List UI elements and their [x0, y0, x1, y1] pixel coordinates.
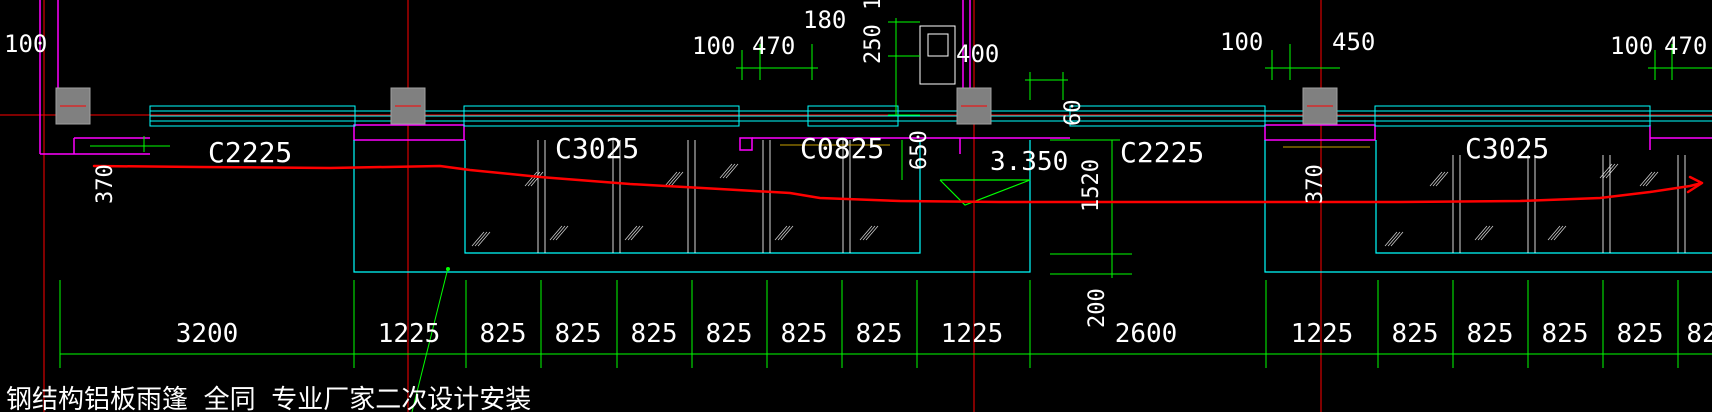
dim-top-2: 180 — [803, 6, 846, 34]
dimension-lines — [59, 18, 1712, 368]
window-label-2: C3025 — [555, 132, 639, 165]
window-label-3: C0825 — [800, 132, 884, 165]
note-leader-line — [411, 267, 449, 412]
dim-bottom-2: 1225 — [378, 319, 441, 349]
window-label-4: C2225 — [1120, 136, 1204, 169]
dim-top-3: 100 — [692, 32, 735, 60]
dim-bottom-6: 825 — [706, 319, 753, 349]
dim-top-4: 470 — [752, 32, 795, 60]
dim-bottom-13: 825 — [1467, 319, 1514, 349]
glass-hatching — [471, 163, 1659, 247]
dim-bottom-7: 825 — [781, 319, 828, 349]
dim-top-6: 100 — [1220, 28, 1263, 56]
dim-bottom-1: 3200 — [176, 319, 239, 349]
wall-outlines — [39, 0, 1712, 155]
dim-bottom-14: 825 — [1542, 319, 1589, 349]
elevation-value: 3.350 — [990, 147, 1068, 177]
dim-bottom-4: 825 — [555, 319, 602, 349]
dim-bottom-5: 825 — [631, 319, 678, 349]
bottom-dimension-texts: 3200 1225 825 825 825 825 825 825 1225 2… — [176, 319, 1712, 349]
dim-top-9: 470 — [1664, 32, 1707, 60]
dim-rot-5: 1520 — [1079, 159, 1104, 212]
dim-bottom-11: 1225 — [1291, 319, 1354, 349]
canopy-outlines — [353, 140, 1712, 273]
canopy-mullions — [537, 140, 1686, 253]
dim-bottom-12: 825 — [1392, 319, 1439, 349]
dim-rot-8: 10 — [861, 0, 886, 10]
dim-top-5: 400 — [956, 40, 999, 68]
dim-rot-2: 370 — [93, 164, 118, 204]
dim-bottom-15: 825 — [1617, 319, 1664, 349]
window-strips — [149, 105, 1712, 127]
dim-rot-6: 370 — [1303, 164, 1328, 204]
dim-rot-1: 250 — [861, 24, 886, 64]
rotated-dimension-texts: 250 370 650 60 1520 370 200 10 — [93, 0, 1328, 328]
dim-top-8: 100 — [1610, 32, 1653, 60]
window-label-5: C3025 — [1465, 132, 1549, 165]
dim-rot-7: 200 — [1085, 288, 1110, 328]
note-leader-dot — [446, 267, 450, 271]
markup-freehand-line — [92, 164, 1704, 204]
dim-bottom-8: 825 — [856, 319, 903, 349]
door-element — [919, 25, 956, 85]
dim-rot-3: 650 — [907, 130, 932, 170]
dim-bottom-16: 82 — [1686, 319, 1712, 349]
dim-top-1: 100 — [4, 30, 47, 58]
soffit-line — [780, 144, 1370, 148]
canopy-note: 钢结构铝板雨篷 全同 专业厂家二次设计安装 — [6, 385, 531, 412]
dim-bottom-3: 825 — [480, 319, 527, 349]
dim-bottom-10: 2600 — [1115, 319, 1178, 349]
window-label-1: C2225 — [208, 136, 292, 169]
elevation-marker — [939, 179, 1031, 206]
dim-rot-4: 60 — [1061, 100, 1086, 127]
dim-top-7: 450 — [1332, 28, 1375, 56]
window-labels: C2225 C3025 C0825 C2225 C3025 — [208, 132, 1549, 169]
top-dimension-texts: 100 180 100 470 400 100 450 100 470 — [4, 6, 1707, 68]
dim-bottom-9: 1225 — [941, 319, 1004, 349]
